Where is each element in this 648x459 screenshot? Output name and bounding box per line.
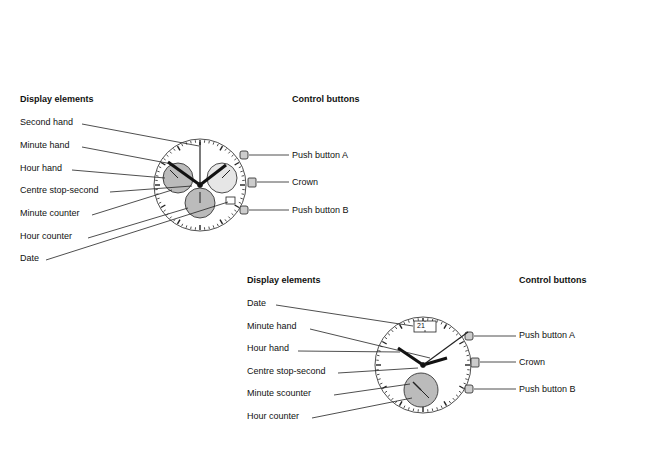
part-label: Push button B [292, 205, 349, 216]
dial-ticks [155, 140, 245, 230]
part-label: Crown [519, 357, 545, 368]
part-label: Push button B [519, 384, 576, 395]
part-label: Hour hand [247, 343, 289, 354]
part-label: Crown [292, 177, 318, 188]
part-label: Date [20, 253, 39, 264]
part-label: Centre stop-second [247, 366, 326, 377]
heading: Control buttons [519, 275, 586, 286]
dial-ticks [376, 318, 470, 412]
part-label: Minute counter [20, 208, 80, 219]
part-label: Date [247, 298, 266, 309]
part-label: Push button A [519, 330, 575, 341]
part-label: Push button A [292, 150, 348, 161]
date-digits: 21 [416, 322, 426, 330]
part-label: Minute hand [20, 140, 70, 151]
part-label: Minute scounter [247, 388, 311, 399]
part-label: Centre stop-second [20, 185, 99, 196]
part-label: Second hand [20, 117, 73, 128]
part-label: Hour counter [247, 411, 299, 422]
heading: Display elements [20, 94, 94, 105]
part-label: Minute hand [247, 321, 297, 332]
part-label: Hour counter [20, 231, 72, 242]
heading: Control buttons [292, 94, 359, 105]
part-label: Hour hand [20, 163, 62, 174]
heading: Display elements [247, 275, 321, 286]
